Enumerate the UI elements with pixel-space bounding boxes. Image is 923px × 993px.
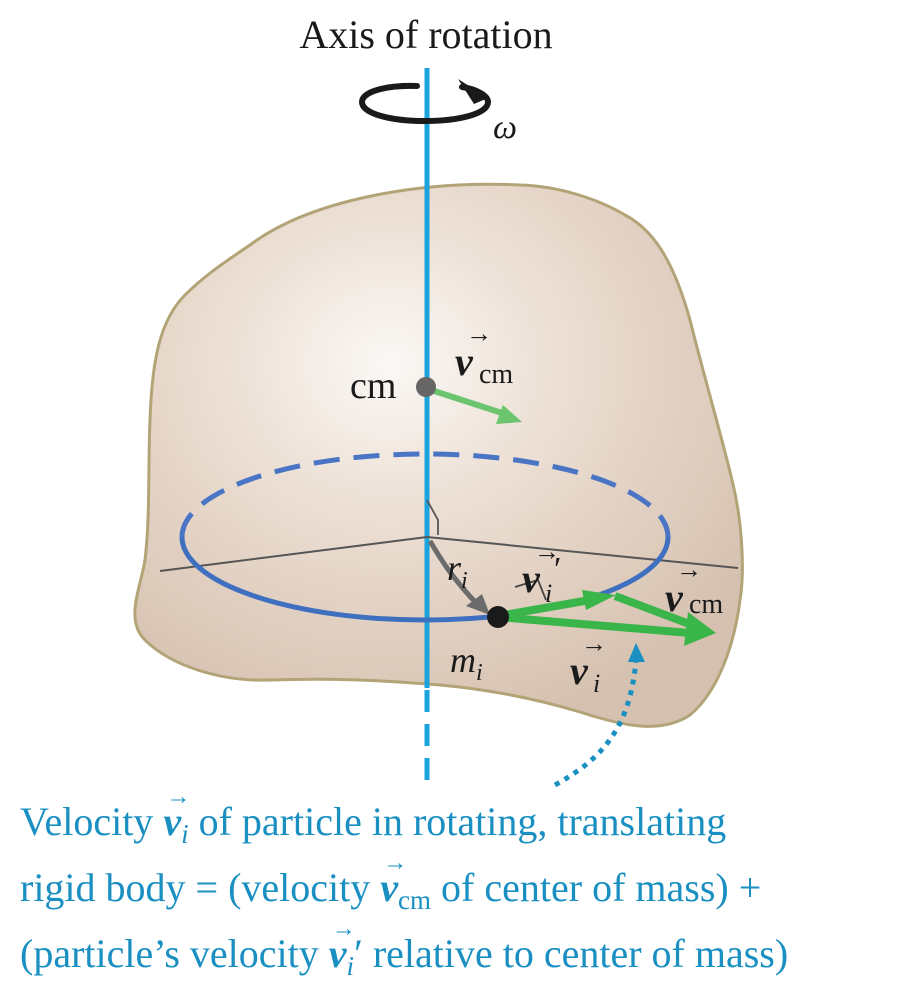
caption-vi-prime-symbol: →v [328,916,356,976]
vi-label: → v i [570,629,607,698]
vi-prime-arrow [497,596,591,620]
orbit-back-dashed [179,451,671,538]
pointer-arrowhead-icon [628,643,645,662]
svg-text:i: i [593,669,600,698]
svg-text:′: ′ [554,551,561,588]
svg-text:cm: cm [689,589,723,620]
plane-line-left [159,536,428,572]
vi-arrowhead-icon [684,612,716,646]
m-label: mi [450,640,483,686]
omega-label: ω [493,109,517,146]
pointer-dotted-arrow [553,659,639,788]
plane-line-right [426,536,739,569]
svg-text:v: v [665,575,684,620]
caption-vcm-symbol: →v [380,850,408,910]
svg-text:v: v [570,648,589,693]
particle-mi [487,606,509,628]
svg-text:cm: cm [479,359,513,390]
axis-title: Axis of rotation [299,12,552,57]
svg-text:→: → [676,555,702,584]
caption-line-2: rigid body = (velocity →vcm of center of… [20,850,762,915]
radius-vector [427,539,480,607]
vcm-arrow-at-cm [427,386,503,416]
svg-text:v: v [522,556,541,601]
caption-line-1: Velocity →vi of particle in rotating, tr… [20,784,727,849]
vcm-label-top: → v cm [455,319,513,390]
vi-prime-arrowhead-icon [582,590,616,610]
caption-vi-symbol: →v [163,784,191,844]
svg-text:v: v [455,339,474,384]
vcm-label-right: → v cm [665,555,723,620]
center-of-mass-point [416,377,436,397]
right-angle-marker [426,499,439,535]
caption: Velocity →vi of particle in rotating, tr… [20,784,910,993]
vcm-arrow-at-particle [613,592,694,629]
svg-text:i: i [545,579,552,608]
vcm-arrowhead-icon [496,405,522,424]
svg-text:→: → [534,537,560,566]
svg-text:→: → [581,629,607,658]
r-label: ri [447,548,468,594]
rotation-arrowhead-icon [458,79,488,104]
vi-prime-label: → v i ′ [522,537,561,608]
radius-arrowhead-icon [466,594,490,615]
orbit-front-solid [179,536,671,623]
right-angle-marker-particle [514,578,547,601]
caption-line-3: (particle’s velocity →vi′ relative to ce… [20,916,789,981]
vi-arrow [497,613,691,637]
svg-text:→: → [466,319,492,348]
cm-label: cm [350,365,396,407]
